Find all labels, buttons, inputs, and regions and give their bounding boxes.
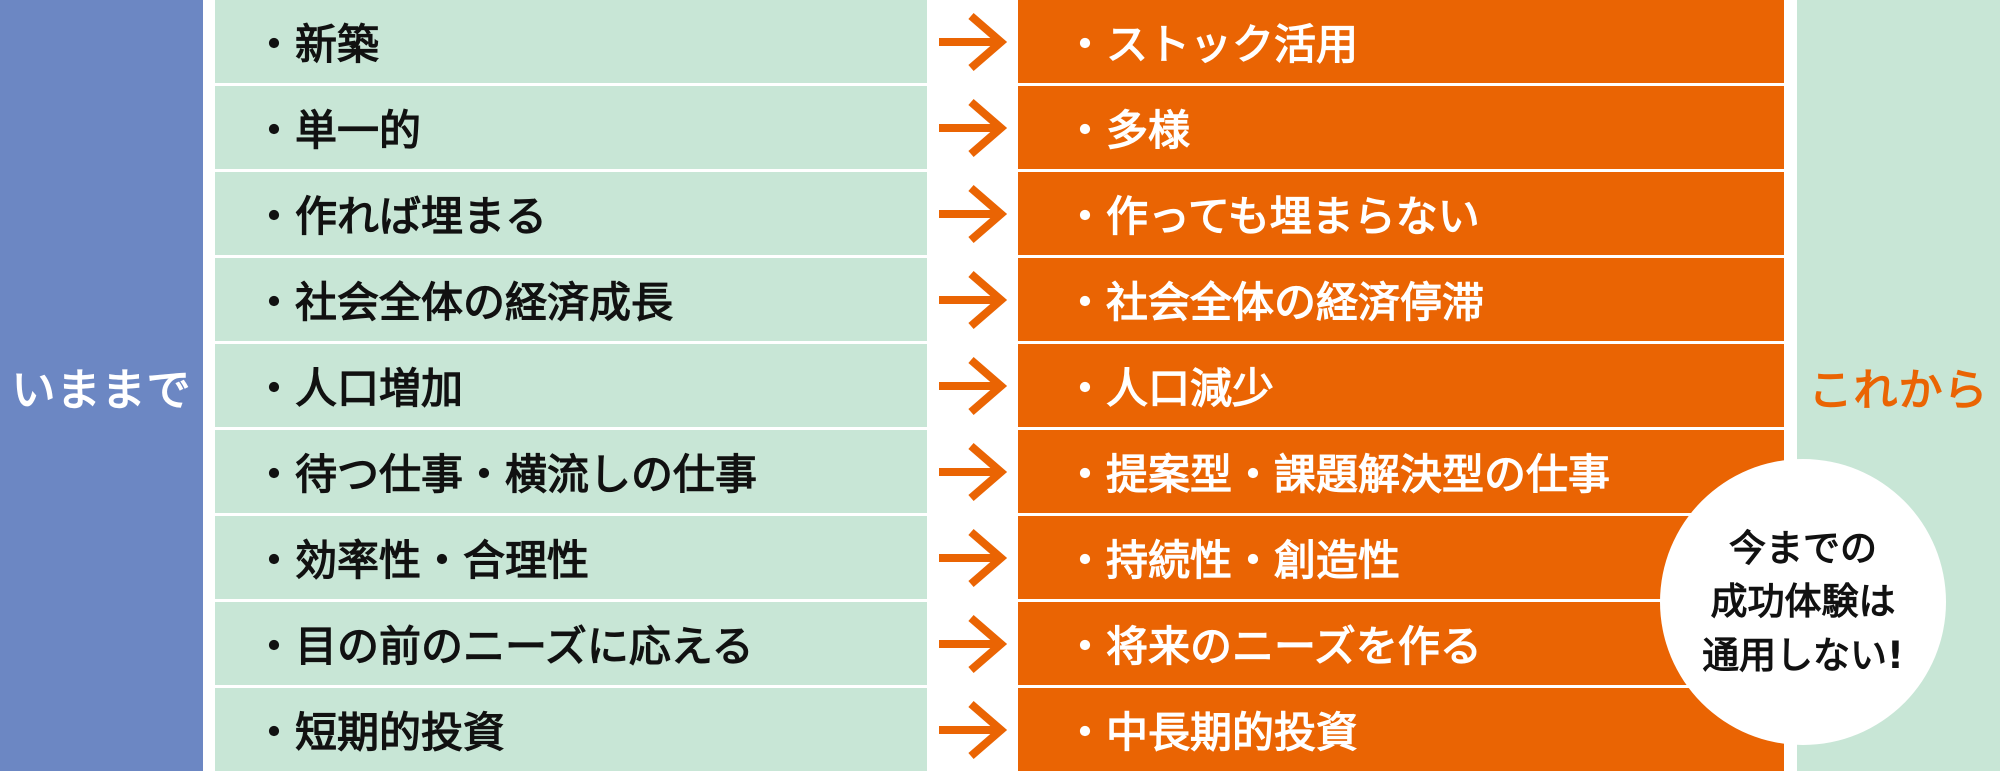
after-item: ・人口減少 [1018, 344, 1784, 427]
before-item: ・新築 [215, 0, 927, 83]
after-item: ・ストック活用 [1018, 0, 1784, 83]
after-item: ・社会全体の経済停滞 [1018, 258, 1784, 341]
callout-bubble: 今までの 成功体験は 通用しない! [1660, 459, 1946, 745]
callout-line: 成功体験は [1710, 580, 1896, 624]
callout-line: 通用しない! [1702, 633, 1904, 677]
label-before: いままで [0, 0, 203, 771]
comparison-row: ・人口増加 ・人口減少 [0, 344, 2000, 427]
right-arrow-icon [939, 356, 1008, 416]
right-arrow-icon [939, 12, 1008, 72]
after-item: ・作っても埋まらない [1018, 172, 1784, 255]
callout-line: 今までの [1729, 526, 1877, 570]
right-arrow-icon [939, 98, 1008, 158]
right-arrow-icon [939, 700, 1008, 760]
before-item: ・待つ仕事・横流しの仕事 [215, 430, 927, 513]
after-item: ・持続性・創造性 [1018, 516, 1784, 599]
before-item: ・目の前のニーズに応える [215, 602, 927, 685]
comparison-row: ・作れば埋まる ・作っても埋まらない [0, 172, 2000, 255]
right-arrow-icon [939, 528, 1008, 588]
right-arrow-icon [939, 614, 1008, 674]
before-item: ・人口増加 [215, 344, 927, 427]
comparison-row: ・待つ仕事・横流しの仕事 ・提案型・課題解決型の仕事 [0, 430, 2000, 513]
comparison-row: ・社会全体の経済成長 ・社会全体の経済停滞 [0, 258, 2000, 341]
after-item: ・将来のニーズを作る [1018, 602, 1784, 685]
comparison-row: ・新築 ・ストック活用 [0, 0, 2000, 83]
label-after-text: これから [1808, 364, 1989, 416]
comparison-row: ・短期的投資 ・中長期的投資 [0, 688, 2000, 771]
before-item: ・効率性・合理性 [215, 516, 927, 599]
before-item: ・短期的投資 [215, 688, 927, 771]
after-item: ・提案型・課題解決型の仕事 [1018, 430, 1784, 513]
right-arrow-icon [939, 270, 1008, 330]
comparison-row: ・目の前のニーズに応える ・将来のニーズを作る [0, 602, 2000, 685]
before-item: ・作れば埋まる [215, 172, 927, 255]
label-before-text: いままで [11, 364, 192, 416]
right-arrow-icon [939, 442, 1008, 502]
after-item: ・中長期的投資 [1018, 688, 1784, 771]
after-item: ・多様 [1018, 86, 1784, 169]
before-item: ・社会全体の経済成長 [215, 258, 927, 341]
before-item: ・単一的 [215, 86, 927, 169]
comparison-row: ・単一的 ・多様 [0, 86, 2000, 169]
right-arrow-icon [939, 184, 1008, 244]
comparison-row: ・効率性・合理性 ・持続性・創造性 [0, 516, 2000, 599]
